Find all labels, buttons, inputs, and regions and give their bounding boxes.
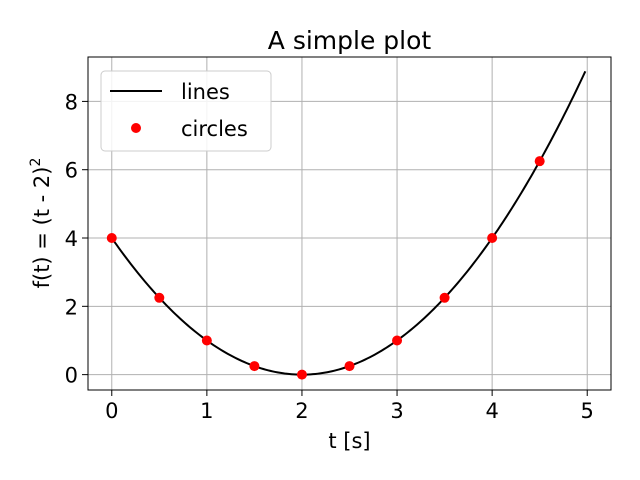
data-point-circle	[106, 233, 117, 244]
x-tick-label: 5	[581, 399, 594, 423]
x-axis-label: t [s]	[328, 429, 370, 453]
data-point-circle	[344, 361, 355, 372]
series-circles	[106, 156, 545, 380]
y-tick-label: 8	[65, 90, 78, 114]
legend-label-lines: lines	[181, 80, 230, 104]
data-point-circle	[487, 233, 498, 244]
x-tick-label: 1	[200, 399, 213, 423]
y-tick-label: 2	[65, 295, 78, 319]
x-tick-label: 2	[295, 399, 308, 423]
data-point-circle	[154, 292, 165, 303]
y-axis-label: f(t) = (t - 2)2	[28, 158, 54, 289]
chart-title: A simple plot	[268, 26, 432, 55]
x-tick-label: 0	[105, 399, 118, 423]
x-tick-label: 4	[485, 399, 498, 423]
y-axis-label-main: f(t) = (t - 2)	[30, 167, 54, 289]
y-tick-label: 4	[65, 227, 78, 251]
data-point-circle	[439, 292, 450, 303]
y-tick-label: 0	[65, 364, 78, 388]
data-point-circle	[201, 335, 212, 346]
y-axis-label-exponent: 2	[28, 158, 44, 167]
legend: lines circles	[100, 70, 272, 152]
y-tick-label: 6	[65, 159, 78, 183]
data-point-circle	[249, 361, 260, 372]
data-point-circle	[392, 335, 403, 346]
data-point-circle	[534, 156, 545, 167]
x-tick-label: 3	[390, 399, 403, 423]
axes-frame	[87, 56, 612, 391]
legend-label-circles: circles	[181, 117, 248, 141]
ticks: 0 1 2 3 4 5 0 2 4 6 8	[65, 90, 594, 423]
data-point-circle	[296, 369, 307, 380]
legend-circle-swatch	[131, 123, 141, 133]
